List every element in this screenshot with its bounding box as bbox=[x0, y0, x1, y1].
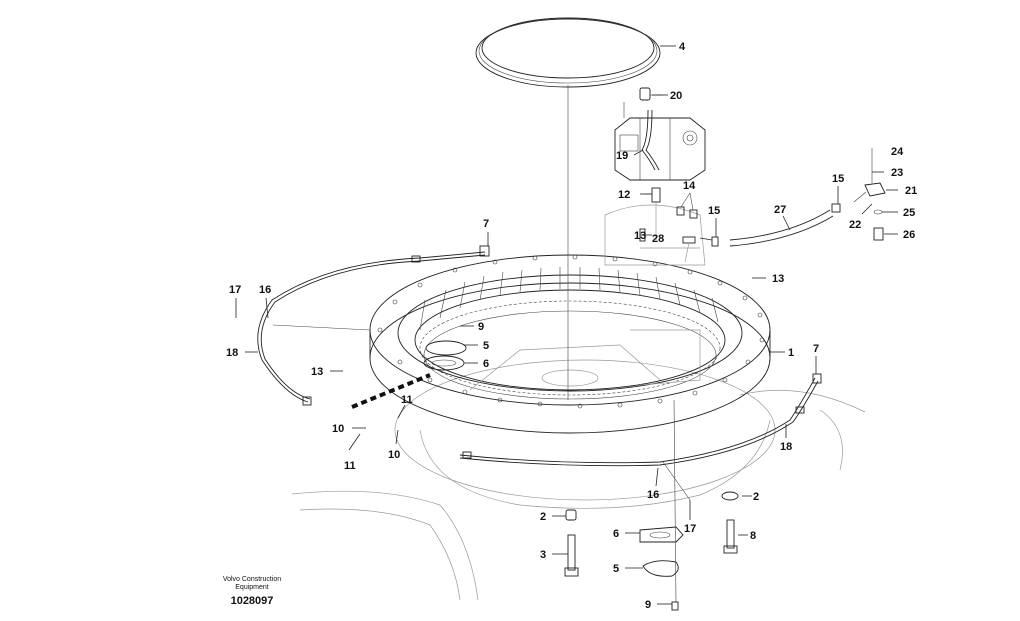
label-19: 19 bbox=[616, 150, 628, 162]
fitting-cluster bbox=[639, 192, 719, 263]
label-13-top: 13 bbox=[634, 230, 646, 242]
label-22: 22 bbox=[849, 219, 861, 231]
label-1: 1 bbox=[788, 347, 794, 359]
label-15-center: 15 bbox=[708, 205, 720, 217]
label-8: 8 bbox=[750, 530, 756, 542]
bolt-8 bbox=[721, 491, 739, 554]
label-2-right: 2 bbox=[753, 491, 759, 503]
label-25: 25 bbox=[903, 207, 915, 219]
machine-body-outline bbox=[291, 389, 866, 601]
pipe-27 bbox=[729, 148, 886, 247]
label-21: 21 bbox=[905, 185, 917, 197]
label-14: 14 bbox=[683, 180, 696, 192]
brand-line-1: Volvo Construction bbox=[222, 576, 282, 583]
label-7-right: 7 bbox=[813, 343, 819, 355]
label-18-left: 18 bbox=[226, 347, 238, 359]
label-27: 27 bbox=[774, 204, 786, 216]
label-11-bottom: 11 bbox=[344, 460, 356, 472]
plug-20 bbox=[639, 87, 663, 101]
label-13-right: 13 bbox=[772, 273, 784, 285]
label-3: 3 bbox=[540, 549, 546, 561]
label-16-left: 16 bbox=[259, 284, 271, 296]
label-23: 23 bbox=[891, 167, 903, 179]
label-6-bottom: 6 bbox=[613, 528, 619, 540]
label-24: 24 bbox=[891, 146, 904, 158]
label-7-top: 7 bbox=[483, 218, 489, 230]
label-9-inner: 9 bbox=[478, 321, 484, 333]
slewing-ring bbox=[369, 204, 776, 509]
label-12: 12 bbox=[618, 189, 630, 201]
label-6-inner: 6 bbox=[483, 358, 489, 370]
label-2-left: 2 bbox=[540, 511, 546, 523]
dashed-leader bbox=[351, 373, 431, 409]
bolt-3 bbox=[564, 509, 579, 577]
label-16-bottom: 16 bbox=[647, 489, 659, 501]
label-5-bottom: 5 bbox=[613, 563, 619, 575]
label-17-left: 17 bbox=[229, 284, 241, 296]
label-10-left: 10 bbox=[332, 423, 344, 435]
hose-left bbox=[257, 245, 490, 406]
label-15-right: 15 bbox=[832, 173, 844, 185]
label-20: 20 bbox=[670, 90, 682, 102]
leader-lines bbox=[235, 45, 898, 605]
label-28: 28 bbox=[652, 233, 664, 245]
drawing-id: 1028097 bbox=[230, 595, 274, 607]
label-18-right: 18 bbox=[780, 441, 792, 453]
shims-inside bbox=[423, 340, 467, 371]
callout-labels: 4 20 19 12 14 15 13 28 27 15 24 23 21 22… bbox=[226, 41, 917, 611]
seal-ring bbox=[475, 17, 661, 400]
label-9-bottom: 9 bbox=[645, 599, 651, 611]
valve-block bbox=[614, 102, 706, 181]
label-4: 4 bbox=[679, 41, 686, 53]
brand-caption: Volvo Construction Equipment bbox=[212, 576, 292, 592]
hose-right bbox=[459, 373, 822, 467]
label-11-top: 11 bbox=[401, 394, 413, 406]
label-10-bottom: 10 bbox=[388, 449, 400, 461]
label-26: 26 bbox=[903, 229, 915, 241]
brand-line-2: Equipment bbox=[235, 584, 269, 591]
shims-below bbox=[639, 399, 691, 611]
label-17-bottom: 17 bbox=[684, 523, 696, 535]
label-5-inner: 5 bbox=[483, 340, 489, 352]
label-13-left: 13 bbox=[311, 366, 323, 378]
